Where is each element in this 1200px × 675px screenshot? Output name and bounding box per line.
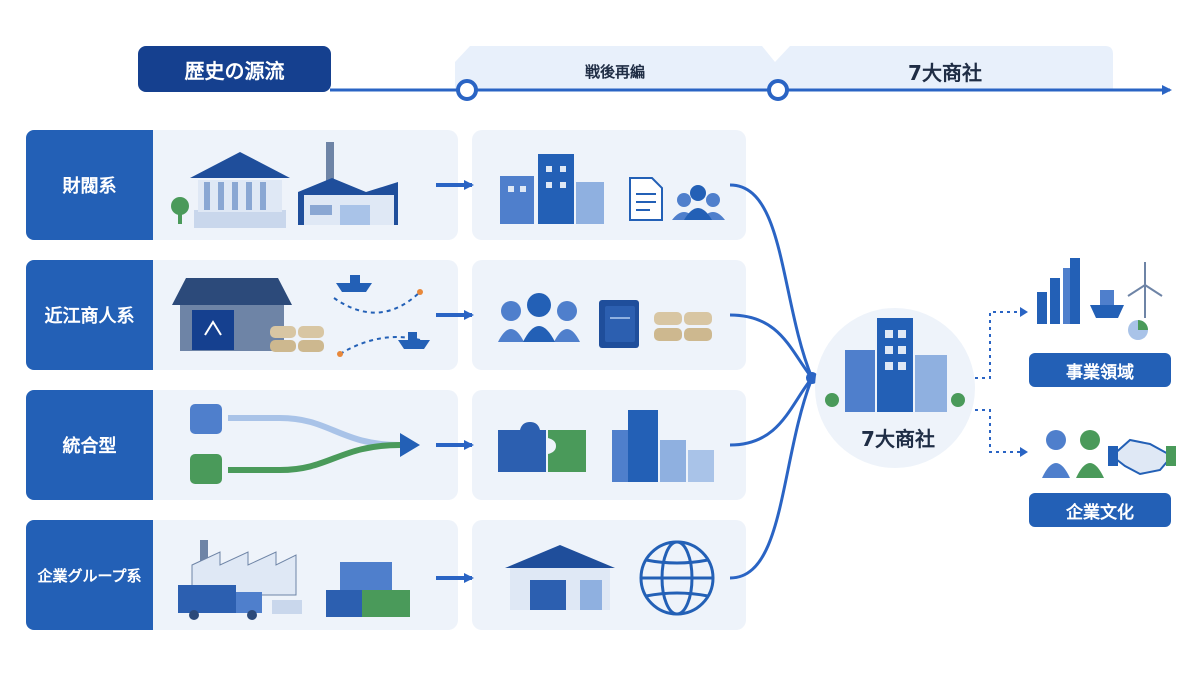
warehouse-icon xyxy=(505,545,615,610)
seven-trading-houses-tab: 7大商社 xyxy=(908,60,982,85)
row-label-corporate-group: 企業グループ系 xyxy=(26,520,153,630)
business-domain-badge: 事業領域 xyxy=(1029,353,1171,387)
wind-turbine-icon xyxy=(1127,262,1163,318)
timeline xyxy=(330,46,1172,101)
merge-diagram-icon xyxy=(190,404,420,484)
ledger-book-icon xyxy=(599,300,639,348)
factory-icon xyxy=(298,142,398,225)
tab-final-shape xyxy=(775,46,1113,90)
bar-chart-icon xyxy=(1037,258,1080,324)
row-label-zaibatsu: 財閥系 xyxy=(26,130,153,240)
container-boxes-icon xyxy=(326,562,410,617)
cargo-bales-icon xyxy=(270,326,324,352)
handshake-icon xyxy=(1108,438,1176,476)
merchant-shop-icon xyxy=(172,278,292,351)
row-label-integrated: 統合型 xyxy=(26,390,153,500)
shipping-routes-icon xyxy=(333,275,430,357)
output-connectors xyxy=(975,311,1026,453)
timeline-node-final xyxy=(767,79,789,101)
cargo-bales-icon-2 xyxy=(654,312,712,341)
globe-icon xyxy=(639,540,715,616)
city-buildings-icon xyxy=(612,410,714,482)
ship-icon xyxy=(1090,290,1124,318)
pie-chart-icon xyxy=(1128,320,1148,340)
timeline-node-postwar xyxy=(456,79,478,101)
hub-label: 7大商社 xyxy=(861,427,935,451)
people-icon xyxy=(672,185,725,220)
puzzle-icon xyxy=(498,422,586,472)
postwar-reorganization-tab: 戦後再編 xyxy=(584,62,645,81)
convergence-lines xyxy=(729,183,814,580)
industrial-plant-icon xyxy=(178,540,302,620)
history-source-header: 歴史の源流 xyxy=(138,46,331,92)
bank-building-icon xyxy=(171,152,290,228)
team-icon xyxy=(498,293,580,342)
corporate-culture-badge: 企業文化 xyxy=(1029,493,1171,527)
document-icon xyxy=(629,177,663,221)
skyscrapers-icon xyxy=(825,318,965,412)
staff-icon xyxy=(1042,430,1104,478)
office-buildings-icon xyxy=(500,154,604,224)
convergence-node xyxy=(806,372,818,384)
tab-postwar-shape xyxy=(455,46,775,90)
row-label-omi: 近江商人系 xyxy=(26,260,153,370)
